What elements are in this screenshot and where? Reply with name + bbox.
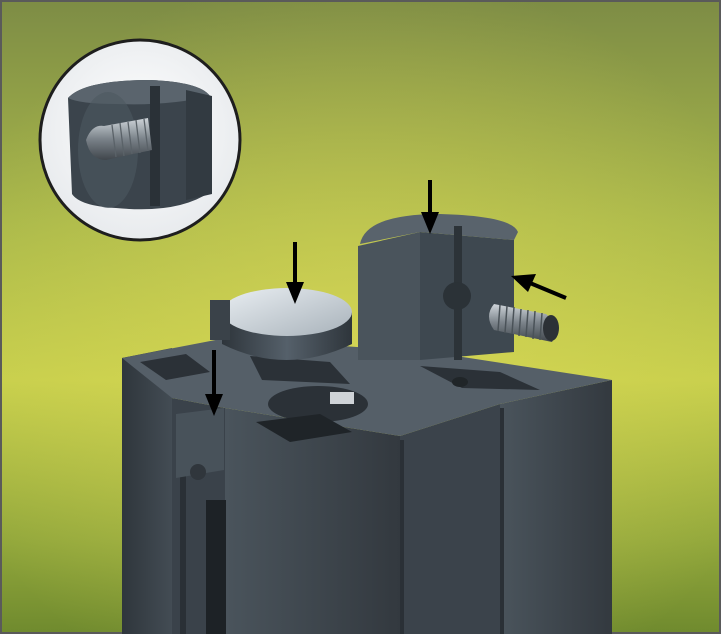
set-screw-detail xyxy=(86,118,152,160)
clamp-block xyxy=(358,214,518,360)
fence-post xyxy=(122,338,612,634)
arrow-left-icon xyxy=(511,274,567,300)
set-screw xyxy=(489,304,559,342)
arrow-down-icon xyxy=(205,350,223,416)
cylinder-insert xyxy=(210,288,352,360)
detail-inset xyxy=(38,38,242,242)
arrow-down-icon xyxy=(421,180,439,234)
arrow-down-icon xyxy=(286,242,304,304)
